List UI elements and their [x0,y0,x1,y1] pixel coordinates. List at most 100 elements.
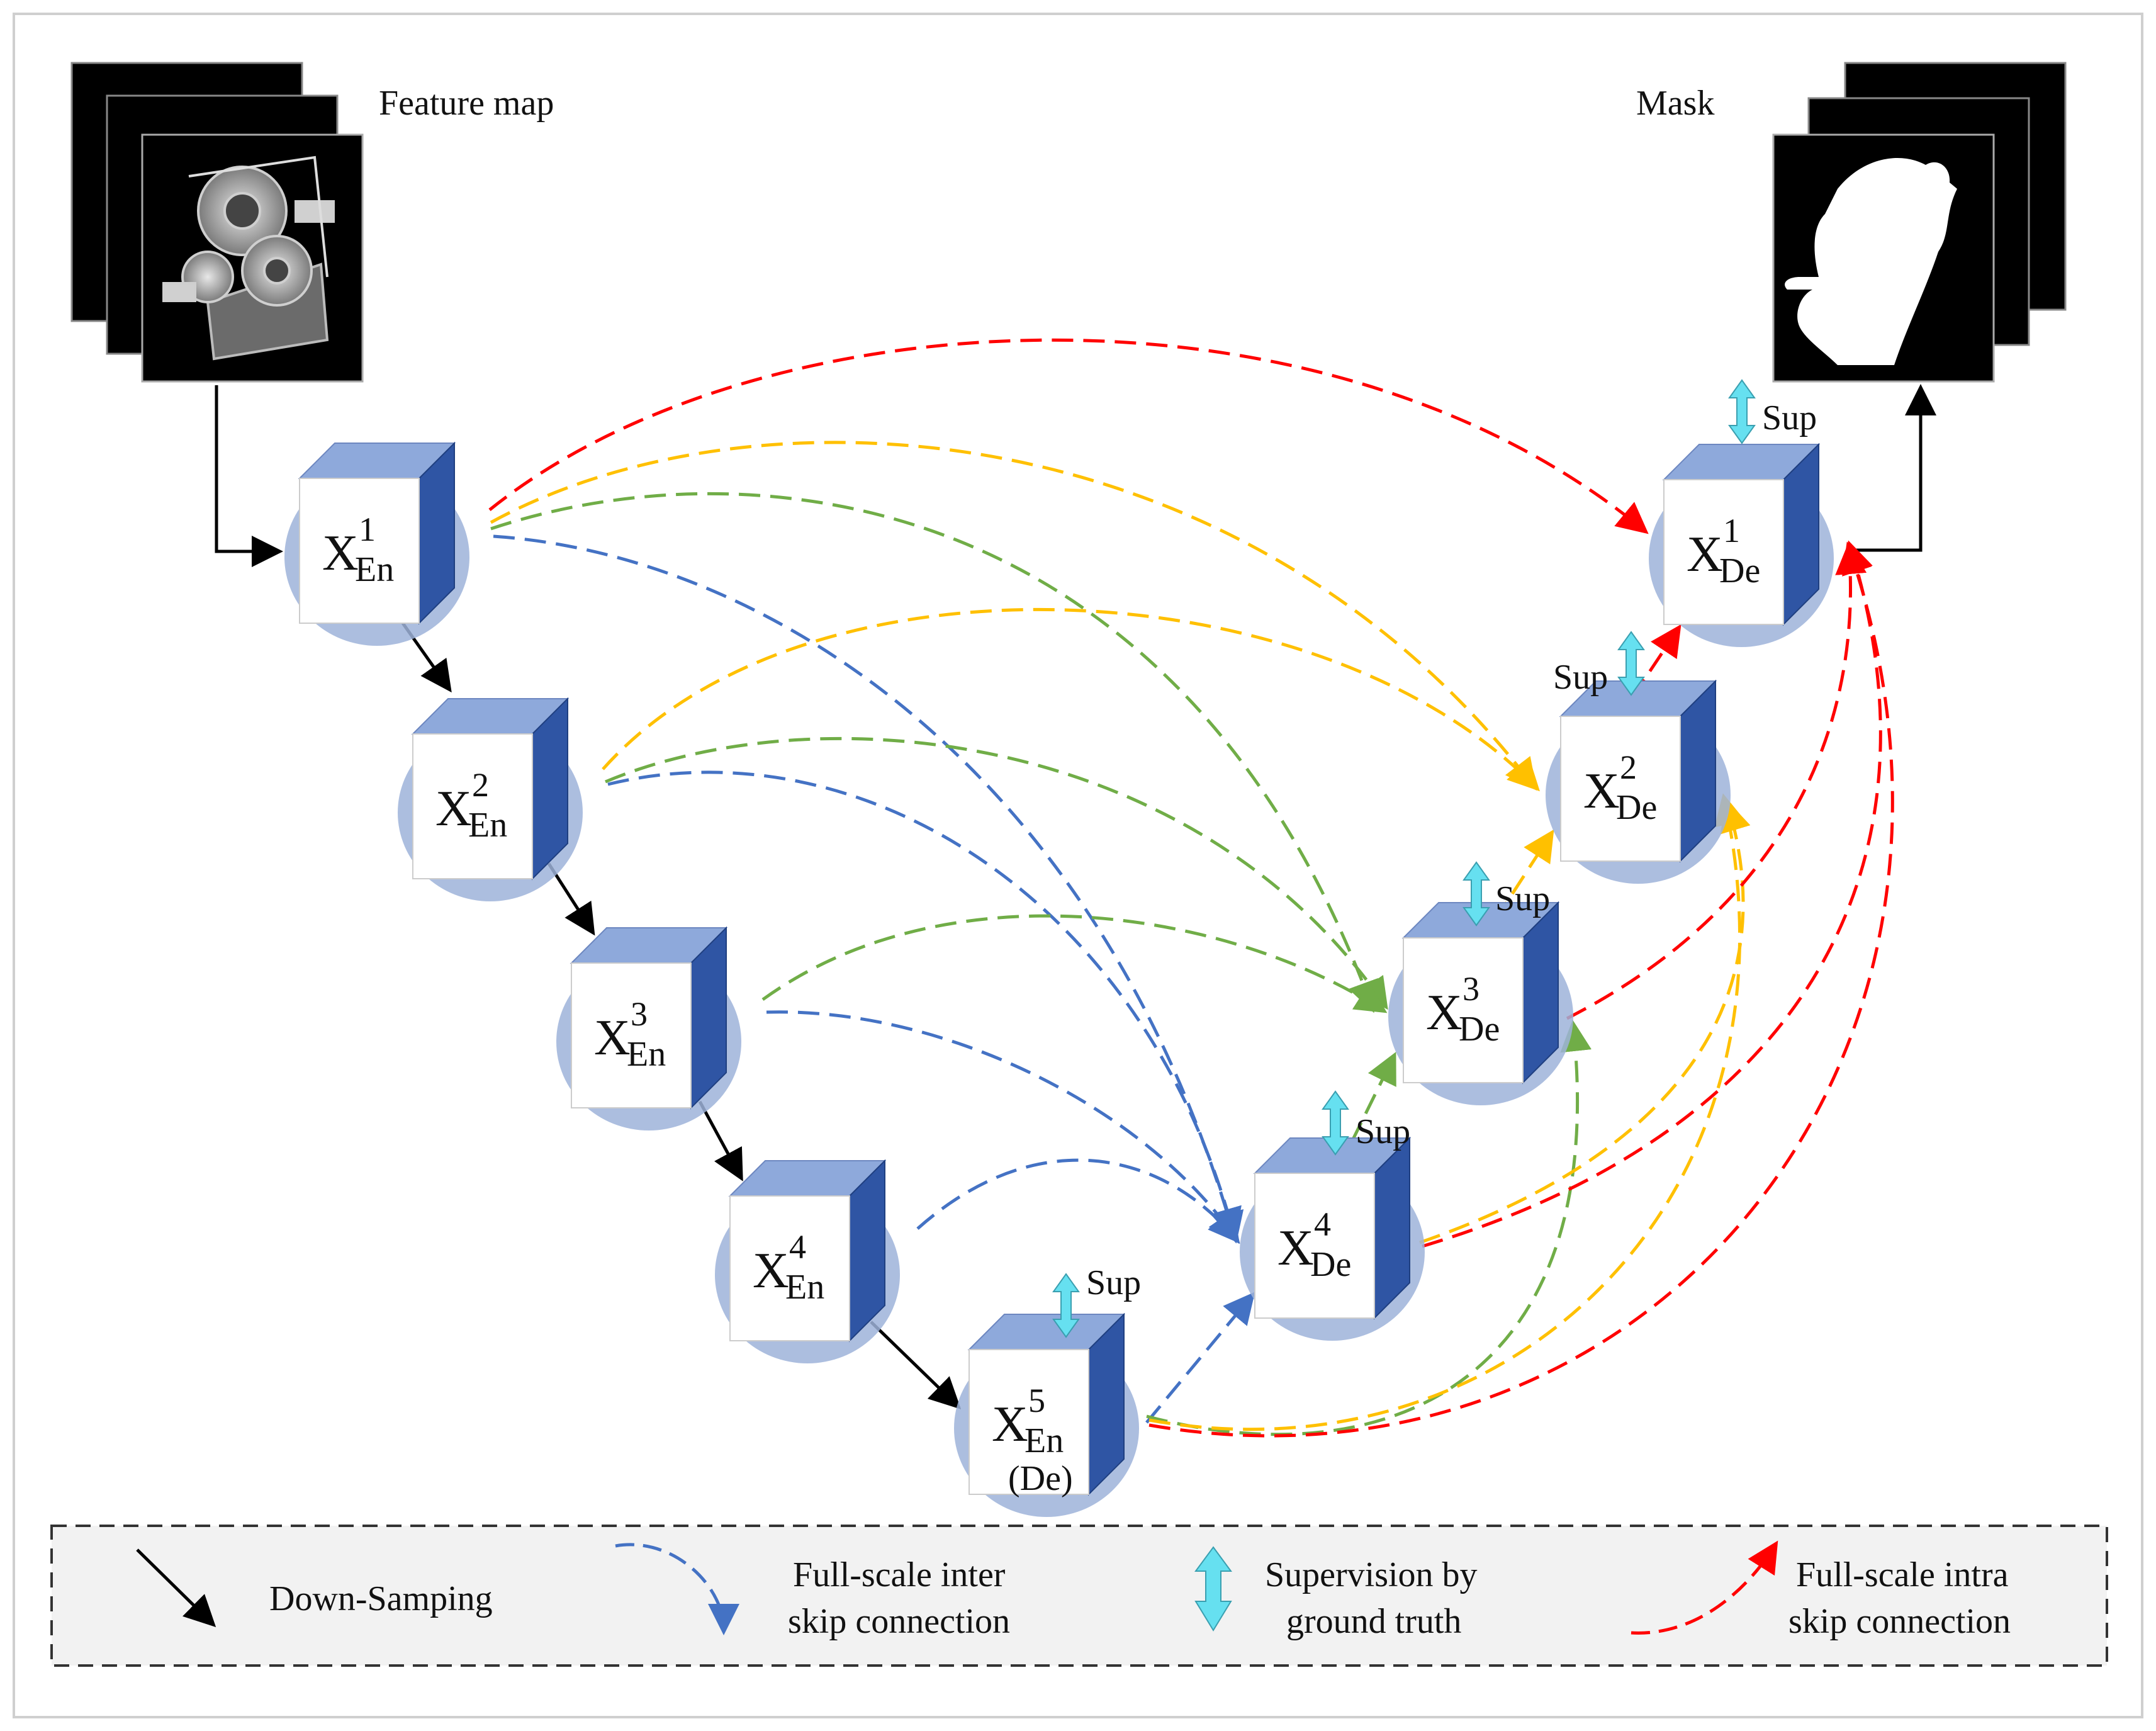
sup-de2: Sup [1553,631,1645,697]
block-superscript: 2 [472,766,489,804]
block-subscript: En [1025,1421,1064,1460]
legend: Down-Samping Full-scale inter skip conne… [50,1525,2108,1667]
block-superscript: 3 [631,995,648,1033]
green-en3-de3 [761,914,1388,1013]
block-subscript: En [785,1268,824,1307]
sup-en5: Sup [1052,1263,1141,1338]
red-en1-de1 [488,338,1649,534]
block-subscript: En [468,806,507,845]
sup-label: Sup [1495,879,1550,918]
sup-de4: Sup [1322,1090,1410,1156]
mask-stack [1772,62,2067,383]
skip-connections [488,338,1894,1438]
down-arrow-3-4 [698,1100,743,1181]
block-superscript: 2 [1620,748,1637,786]
green-en2-de3 [605,736,1388,1010]
block-subscript: De [1310,1245,1351,1284]
sup-label: Sup [1553,658,1608,697]
block-extra: (De) [1008,1459,1073,1498]
yellow-en1-de2 [490,441,1537,791]
output-arrow [1846,384,1936,552]
red-de4-de1 [1422,540,1882,1248]
block-front-face [1403,937,1524,1083]
block-symbol: X [1583,764,1620,819]
feature-map-stack [70,62,364,383]
block-front-face [969,1349,1089,1495]
block-subscript: De [1459,1010,1500,1049]
legend-intra-icon [1631,1540,1778,1635]
block-superscript: 1 [359,510,376,548]
outer-border [13,13,2143,1718]
block-symbol: X [435,781,472,837]
sup-arrow-icon [1728,379,1756,444]
green-en5-de3 [1146,1020,1592,1436]
legend-intra-line2: skip connection [1788,1602,2011,1641]
sup-label: Sup [1356,1112,1410,1151]
legend-sup-line2: ground truth [1286,1602,1461,1641]
sup-arrow-icon [1322,1090,1349,1156]
block-subscript: En [355,550,394,589]
block-subscript: En [627,1035,666,1074]
blue-en1-de4 [493,534,1242,1240]
gearbox-image [162,155,335,361]
red-de3-de1 [1566,543,1867,1020]
blue-en2-de4 [607,770,1244,1244]
blue-en3-de4 [766,1010,1240,1244]
block-superscript: 4 [789,1228,806,1266]
block-symbol: X [594,1010,631,1066]
block-superscript: 3 [1463,970,1479,1008]
green-en1-de3 [490,492,1378,1013]
block-symbol: X [322,526,359,581]
block-subscript: De [1616,788,1657,827]
blue-en4-de4 [916,1158,1240,1244]
block-front-face [299,478,420,624]
feature-map-label: Feature map [379,84,554,123]
legend-intra-line1: Full-scale intra [1796,1555,2009,1594]
sup-label: Sup [1086,1263,1141,1302]
block-subscript: De [1719,551,1760,590]
block-front-face [412,733,533,879]
sup-de1: Sup [1728,379,1817,444]
green-de4-de3 [1350,1052,1396,1143]
block-symbol: X [753,1243,789,1299]
mask-label: Mask [1636,84,1714,123]
block-superscript: 1 [1723,512,1740,550]
block-front-face [571,962,692,1108]
block-front-face [729,1195,850,1341]
input-arrow [215,385,283,567]
legend-sup-icon [1194,1546,1232,1632]
yellow-en5-de2 [1148,793,1746,1431]
mask-shape [1785,157,1957,365]
sup-label: Sup [1762,398,1817,437]
block-symbol: X [1277,1221,1314,1276]
block-front-face [1560,716,1681,862]
block-front-face [1254,1173,1375,1319]
red-en5-de1 [1148,541,1894,1438]
legend-down-arrow-icon [136,1548,216,1628]
sup-arrow-icon [1463,861,1490,927]
sup-arrow-icon [1052,1273,1080,1338]
sup-arrow-icon [1617,631,1645,696]
block-front-face [1663,479,1784,625]
legend-inter-line2: skip connection [788,1602,1010,1641]
down-arrow-4-5 [870,1321,962,1409]
yellow-en2-de2 [602,608,1540,792]
legend-down-sampling: Down-Samping [269,1579,493,1618]
legend-inter-line1: Full-scale inter [793,1555,1006,1594]
block-symbol: X [1687,527,1723,582]
block-superscript: 4 [1314,1205,1331,1243]
blue-en5-de4 [1145,1292,1255,1424]
sup-de3: Sup [1463,861,1550,927]
